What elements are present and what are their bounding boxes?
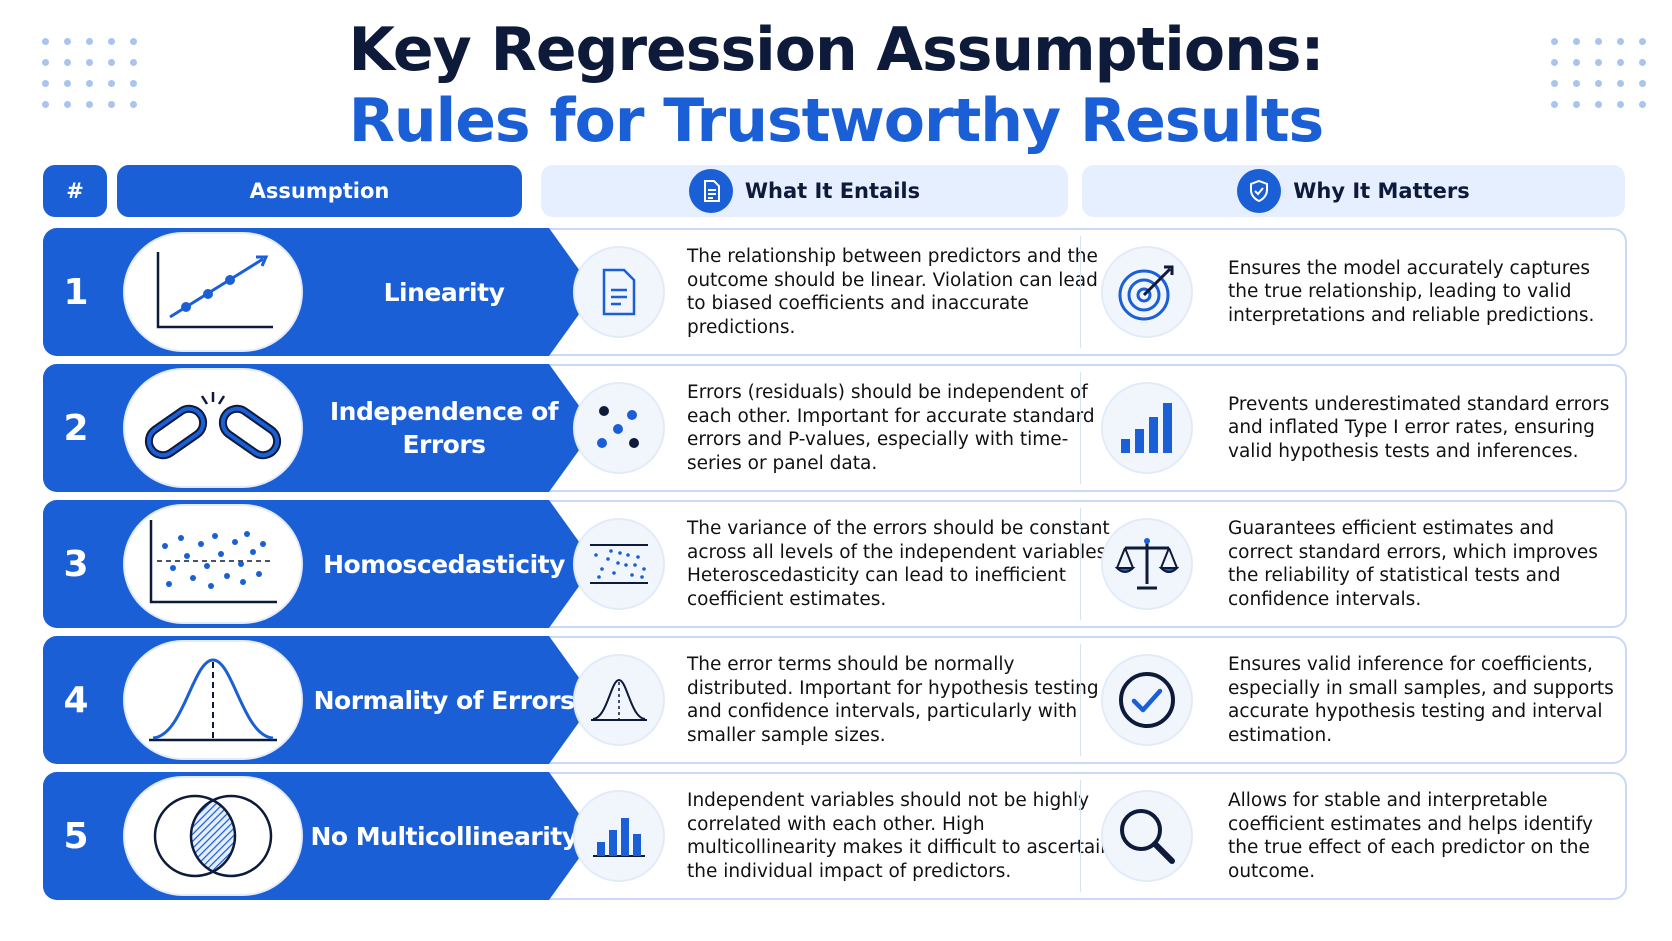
row-number: 3 (43, 500, 109, 628)
page-title: Key Regression Assumptions: Rules for Tr… (0, 14, 1672, 156)
bar-chart-small-icon (573, 790, 665, 882)
bell-curve-icon (123, 640, 303, 760)
row-number: 2 (43, 364, 109, 492)
assumption-name: No Multicollinearity (310, 821, 578, 851)
assumption-arrow: Linearity (109, 228, 595, 356)
assumption-arrow: Normality of Errors (109, 636, 595, 764)
entails-text: Errors (residuals) should be independent… (687, 382, 1095, 474)
header-assumption: Assumption (117, 165, 522, 217)
table-row: 1 Linearity The relationship between pre… (43, 228, 1627, 356)
table-row: 3 Homoscedasticity The variance of the e… (43, 500, 1627, 628)
header-entails-label: What It Entails (744, 179, 921, 203)
shield-icon (1237, 169, 1282, 213)
header-entails: What It Entails (541, 165, 1068, 217)
assumption-arrow: Homoscedasticity (109, 500, 595, 628)
decorative-dots-right (1551, 38, 1647, 108)
venn-overlap-icon (123, 776, 303, 896)
header-matters-label: Why It Matters (1293, 179, 1470, 203)
scattered-dots-icon (573, 382, 665, 474)
column-divider (1080, 236, 1081, 348)
column-divider (1080, 644, 1081, 756)
assumption-arrow: Independence of Errors (109, 364, 595, 492)
residual-scatter-icon (123, 504, 303, 624)
title-line-2: Rules for Trustworthy Results (348, 86, 1325, 156)
entails-text: Independent variables should not be high… (687, 790, 1113, 882)
matters-text: Ensures the model accurately captures th… (1228, 257, 1595, 326)
decorative-dots-left (42, 38, 138, 108)
table-row: 4 Normality of Errors The error terms sh… (43, 636, 1627, 764)
header-number: # (43, 165, 107, 217)
table-row: 5 No Multicollinearity Independent varia… (43, 772, 1627, 900)
assumption-name: Linearity (383, 277, 505, 307)
bar-chart-icon (1101, 382, 1193, 474)
column-divider (1080, 372, 1081, 484)
assumption-name: Homoscedasticity (323, 549, 565, 579)
variance-band-icon (573, 518, 665, 610)
header-matters: Why It Matters (1082, 165, 1625, 217)
document-icon (573, 246, 665, 338)
entails-text: The error terms should be normally distr… (687, 654, 1099, 746)
small-bell-curve-icon (573, 654, 665, 746)
row-number: 4 (43, 636, 109, 764)
matters-text: Prevents underestimated standard errors … (1228, 393, 1610, 462)
table-row: 2 Independence of Errors Errors (residua… (43, 364, 1627, 492)
column-divider (1080, 780, 1081, 892)
assumption-arrow: No Multicollinearity (109, 772, 595, 900)
balance-scale-icon (1101, 518, 1193, 610)
magnifier-icon (1101, 790, 1193, 882)
column-divider (1080, 508, 1081, 620)
assumption-name: Independence of Errors (329, 397, 559, 459)
check-circle-icon (1101, 654, 1193, 746)
row-number: 5 (43, 772, 109, 900)
row-number: 1 (43, 228, 109, 356)
target-icon (1101, 246, 1193, 338)
title-line-1: Key Regression Assumptions: (348, 15, 1324, 85)
matters-text: Allows for stable and interpretable coef… (1228, 790, 1593, 882)
entails-text: The variance of the errors should be con… (687, 518, 1113, 610)
document-icon (688, 169, 733, 213)
line-trend-icon (123, 232, 303, 352)
broken-chain-icon (123, 368, 303, 488)
matters-text: Guarantees efficient estimates and corre… (1228, 518, 1598, 610)
assumption-name: Normality of Errors (313, 685, 575, 715)
matters-text: Ensures valid inference for coefficients… (1228, 654, 1614, 746)
entails-text: The relationship between predictors and … (687, 246, 1098, 338)
